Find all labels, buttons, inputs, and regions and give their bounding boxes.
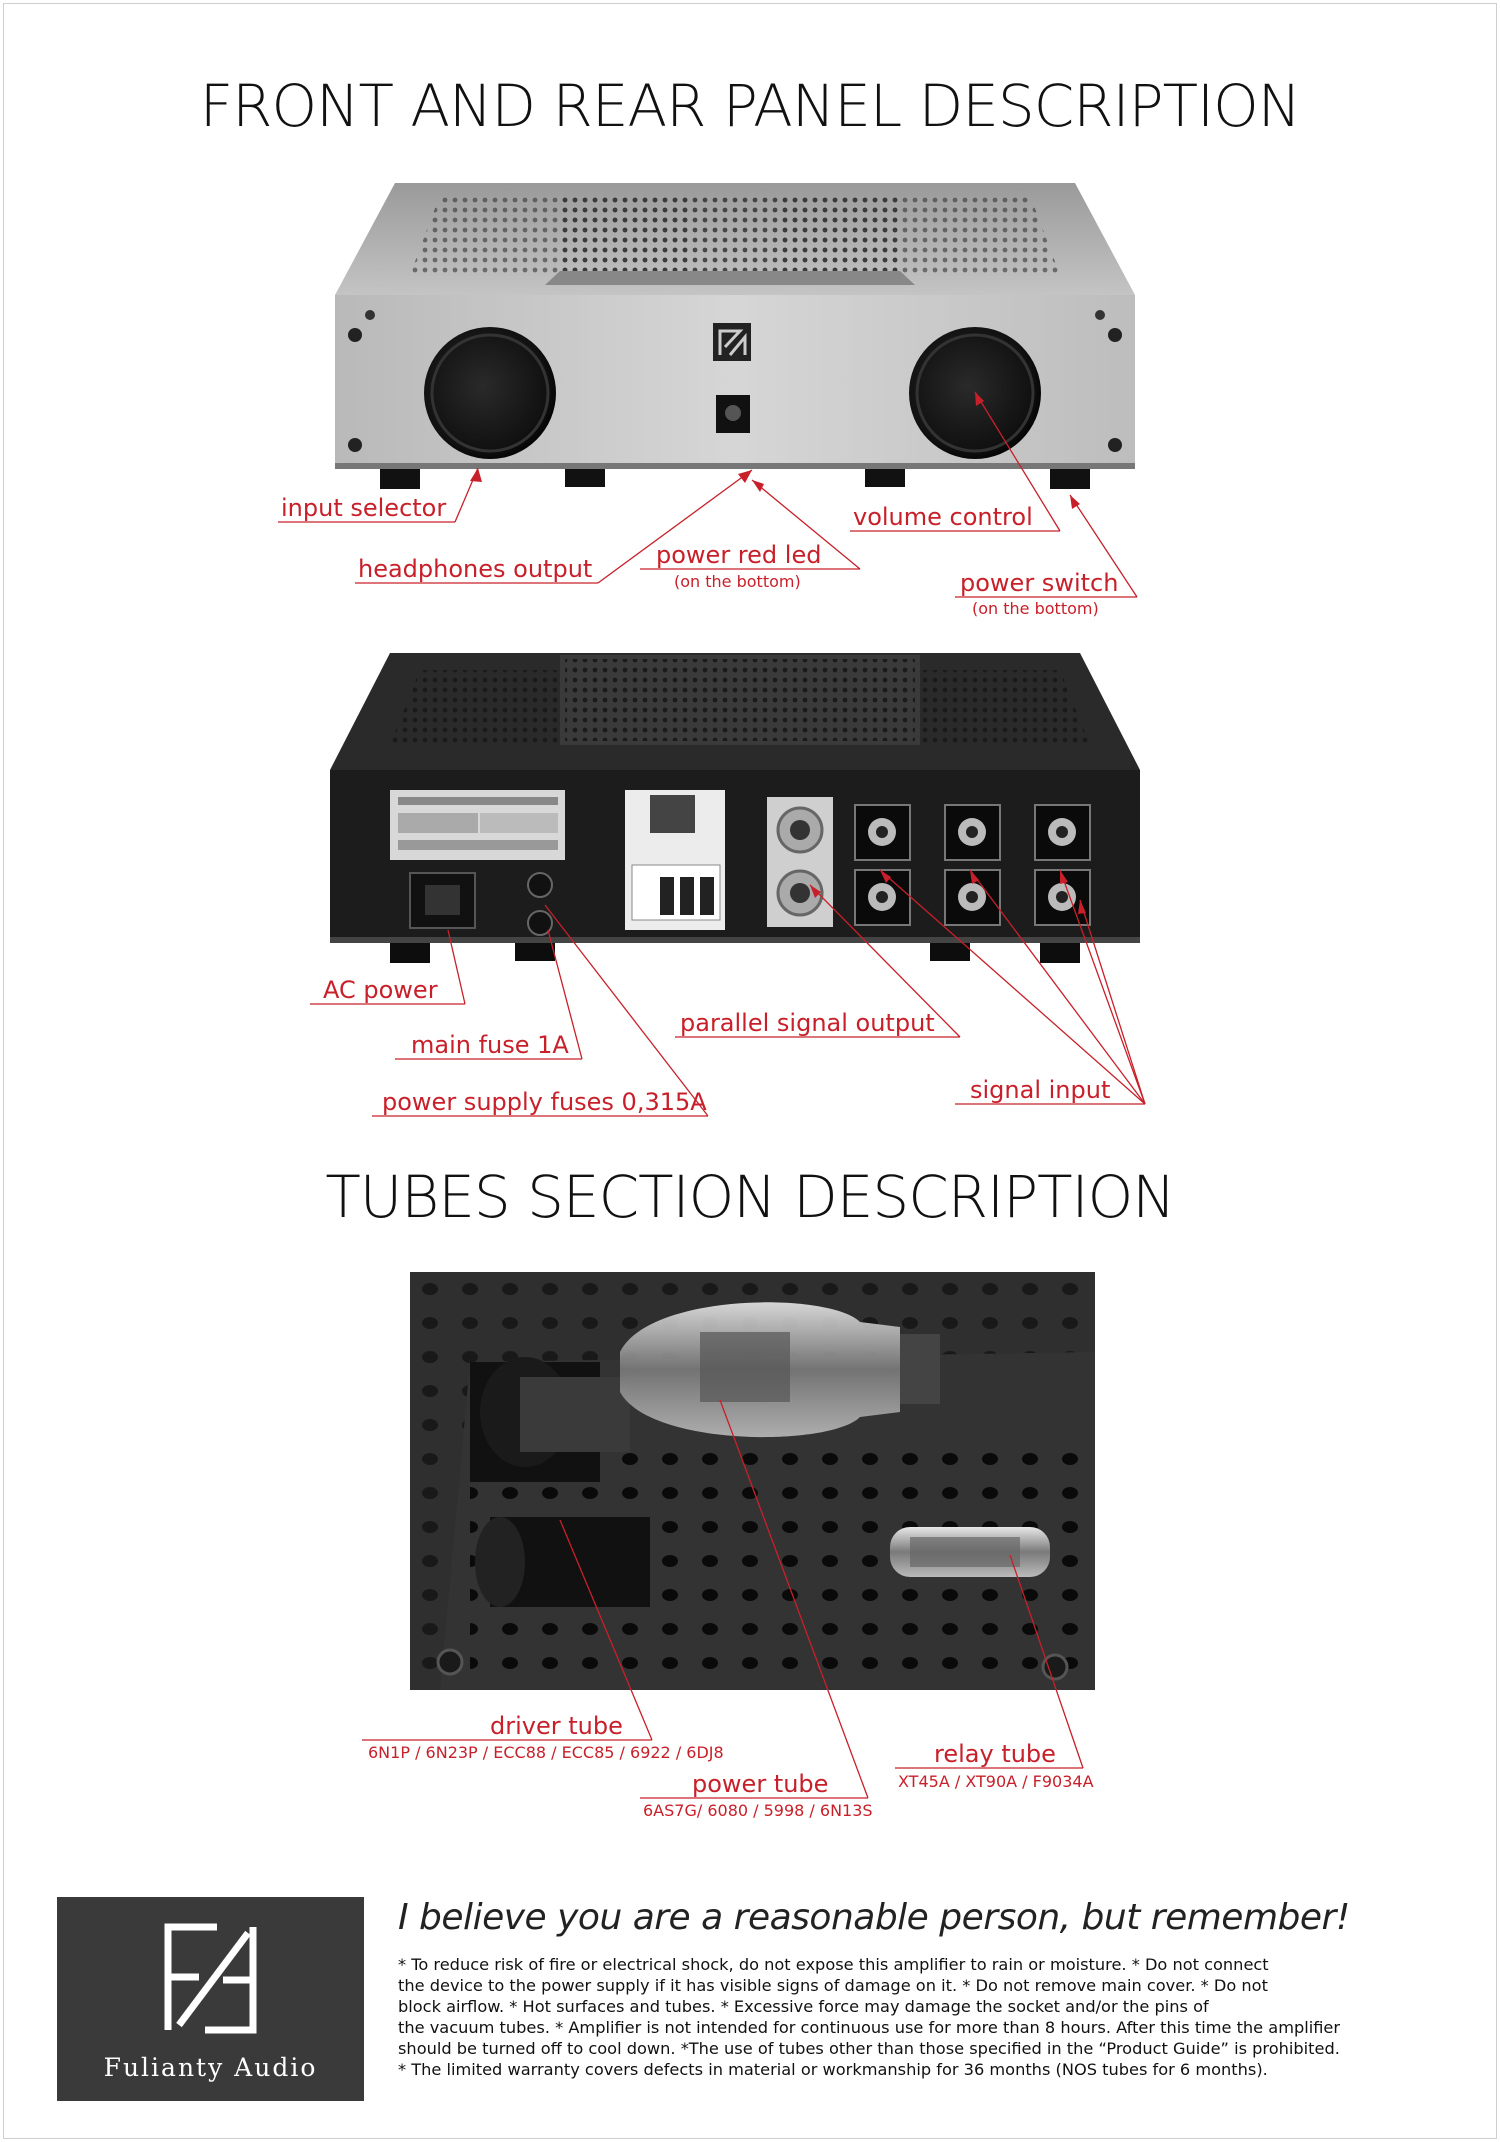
driver-tube-label: driver tube (490, 1712, 623, 1740)
rear-panel-photo (330, 653, 1140, 963)
brand-name: Fulianty Audio (103, 2053, 318, 2082)
input-selector-label: input selector (281, 494, 447, 522)
page-frame (3, 3, 1497, 2139)
power-supply-fuses-label: power supply fuses 0,315A (382, 1088, 707, 1116)
ac-power-label: AC power (323, 976, 438, 1004)
tubes-photo (410, 1272, 1095, 1690)
power-switch-note: (on the bottom) (972, 599, 1099, 618)
volume-control-label: volume control (853, 503, 1033, 531)
relay-tube-label: relay tube (934, 1740, 1056, 1768)
power-red-led-label: power red led (656, 541, 822, 569)
brand-mark-icon (164, 1923, 257, 2034)
driver-tube-models: 6N1P / 6N23P / ECC88 / ECC85 / 6922 / 6D… (368, 1743, 724, 1762)
safety-note-line: the device to the power supply if it has… (398, 1976, 1268, 1995)
warning-motto: I believe you are a reasonable person, b… (398, 1897, 1350, 1938)
main-fuse-label: main fuse 1A (411, 1031, 569, 1059)
safety-note-line: should be turned off to cool down. *The … (398, 2039, 1340, 2058)
safety-notes: * To reduce risk of fire or electrical s… (398, 1954, 1478, 2080)
front-panel-photo (335, 183, 1135, 489)
safety-note-line: the vacuum tubes. * Amplifier is not int… (398, 2018, 1341, 2037)
power-switch-label: power switch (960, 569, 1119, 597)
power-red-led-note: (on the bottom) (674, 572, 801, 591)
safety-note-line: * To reduce risk of fire or electrical s… (398, 1955, 1269, 1974)
headphones-output-label: headphones output (358, 555, 593, 583)
safety-note-line: block airflow. * Hot surfaces and tubes.… (398, 1997, 1209, 2016)
power-tube-models: 6AS7G/ 6080 / 5998 / 6N13S (643, 1801, 873, 1820)
power-tube-label: power tube (692, 1770, 829, 1798)
safety-note-line: * The limited warranty covers defects in… (398, 2060, 1268, 2079)
relay-tube-models: XT45A / XT90A / F9034A (898, 1772, 1094, 1791)
brand-logo: Fulianty Audio (57, 1897, 364, 2101)
panel-description-heading: FRONT AND REAR PANEL DESCRIPTION (199, 72, 1301, 140)
tubes-description-heading: TUBES SECTION DESCRIPTION (325, 1163, 1175, 1231)
signal-input-label: signal input (970, 1076, 1111, 1104)
parallel-signal-output-label: parallel signal output (680, 1009, 935, 1037)
